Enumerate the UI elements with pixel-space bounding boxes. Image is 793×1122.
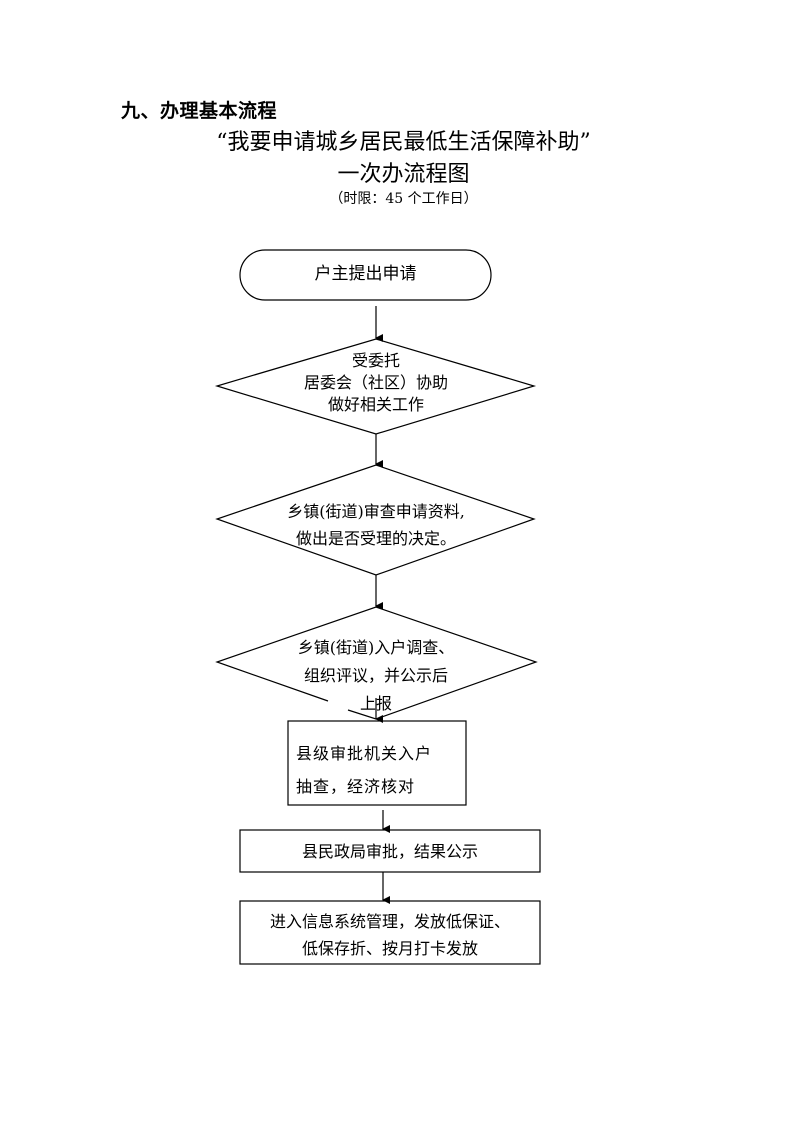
- node-town-survey: 乡镇(街道)入户调查、 组织评议，并公示后 上报: [240, 634, 512, 718]
- node-town-survey-line: 组织评议，并公示后: [303, 666, 448, 685]
- node-system-manage-line: 进入信息系统管理，发放低保证、: [269, 912, 510, 931]
- node-system-manage-line: 低保存折、按月打卡发放: [301, 939, 478, 958]
- node-town-survey-line: 上报: [359, 694, 392, 713]
- system-manage-box-shape: [239, 900, 541, 965]
- node-town-review: 乡镇(街道)审查申请资料, 做出是否受理的决定。: [240, 498, 512, 552]
- civil-approval-box-shape: [239, 829, 541, 873]
- node-county-check: 县级审批机关入户 抽查，经济核对: [296, 737, 466, 803]
- node-town-review-line: 乡镇(街道)审查申请资料,: [287, 502, 465, 521]
- node-civil-approval-line: 县民政局审批，结果公示: [301, 842, 478, 861]
- town-survey-diamond-shape: [215, 606, 538, 720]
- node-community-line: 受委托: [351, 351, 400, 370]
- county-check-box-shape: [287, 720, 467, 806]
- start-terminator-shape: [239, 249, 492, 301]
- node-community: 受委托 居委会（社区）协助 做好相关工作: [240, 350, 512, 416]
- node-start: 户主提出申请: [240, 263, 491, 285]
- node-county-check-line: 县级审批机关入户: [296, 744, 433, 763]
- node-town-review-line: 做出是否受理的决定。: [295, 529, 456, 548]
- node-town-survey-line: 乡镇(街道)入户调查、: [297, 638, 455, 657]
- node-community-line: 居委会（社区）协助: [303, 373, 448, 392]
- flowchart-title-line2: 一次办流程图: [337, 162, 470, 187]
- time-limit-subtitle: （时限：45 个工作日）: [329, 191, 478, 207]
- node-community-line: 做好相关工作: [327, 395, 424, 414]
- node-system-manage: 进入信息系统管理，发放低保证、 低保存折、按月打卡发放: [240, 908, 540, 962]
- section-heading: 九、办理基本流程: [121, 100, 278, 122]
- flowchart-title: “我要申请城乡居民最低生活保障补助”: [216, 130, 591, 155]
- node-civil-approval: 县民政局审批，结果公示: [240, 841, 540, 863]
- node-start-line: 户主提出申请: [314, 264, 417, 284]
- node-county-check-line: 抽查，经济核对: [296, 777, 416, 796]
